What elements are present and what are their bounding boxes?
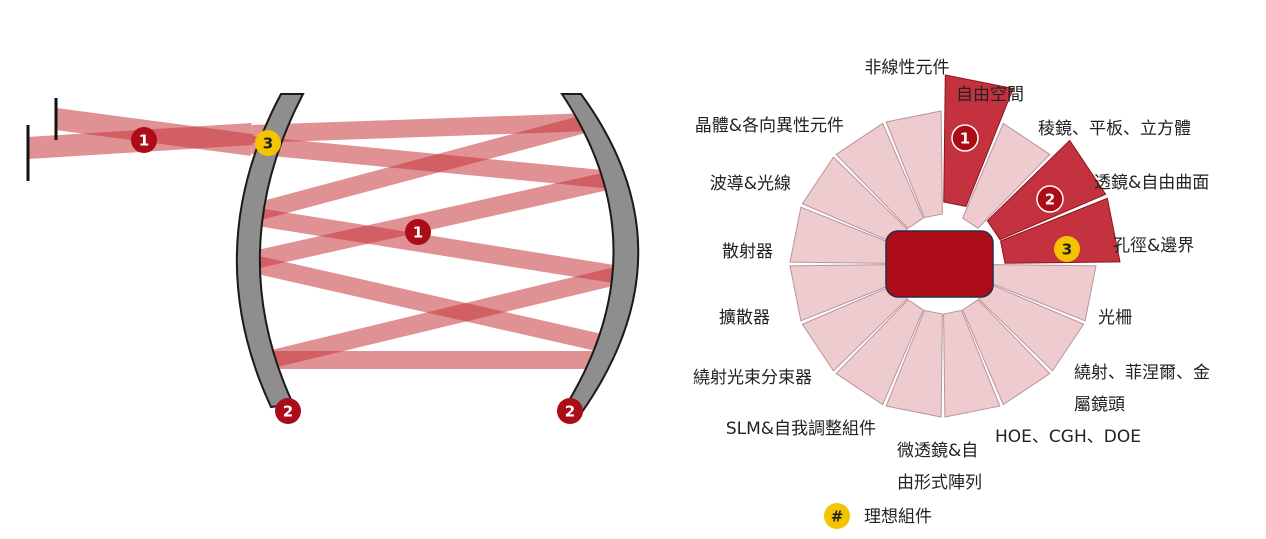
label-slm: SLM&自我調整組件 (726, 419, 876, 439)
beam-segment (242, 113, 595, 224)
beam-segment (265, 266, 623, 369)
badge-ideal-point: 3 (255, 130, 281, 156)
wheel-segment-nonlinear (885, 110, 943, 219)
badge-lenses: 2 (1036, 185, 1064, 213)
label-scatterer: 散射器 (722, 242, 773, 262)
legend-badge: # (824, 503, 850, 529)
beam-bundle (27, 108, 623, 369)
legend: # 理想組件 (824, 503, 932, 529)
label-nonlinear: 非線性元件 (865, 58, 950, 78)
label-apertures: 孔徑&邊界 (1113, 236, 1194, 256)
label-hoe: HOE、CGH、DOE (995, 427, 1141, 447)
badge-apertures: 3 (1054, 236, 1080, 262)
svg-text:1: 1 (960, 130, 970, 148)
badge-free-space: 1 (951, 124, 979, 152)
label-prisms: 稜鏡、平板、立方體 (1038, 119, 1191, 139)
label-diffuser: 擴散器 (719, 308, 770, 328)
wheel-segment-hoe (962, 299, 1051, 406)
beam-segment (243, 253, 612, 354)
wheel-segment-microlens (943, 309, 1001, 418)
label-crystal: 晶體&各向異性元件 (695, 116, 844, 136)
badge-mirror-right: 2 (557, 398, 583, 424)
label-lenses: 透鏡&自由曲面 (1094, 173, 1209, 193)
badge-beam-one-b: 1 (405, 219, 431, 245)
wheel-segment-prisms (962, 122, 1051, 229)
svg-text:2: 2 (283, 403, 293, 421)
label-microlens-cont: 由形式陣列 (897, 473, 982, 493)
svg-text:1: 1 (413, 224, 423, 242)
label-diffraction-cont: 屬鏡頭 (1074, 395, 1125, 415)
beam-segment (251, 113, 593, 143)
wheel-segment-slm (885, 309, 943, 418)
legend-label: 理想組件 (864, 507, 932, 527)
wheel-segment-apertures (999, 197, 1121, 264)
beam-segment (243, 171, 614, 271)
component-wheel: 1 2 3 非線性元件 自由空間 稜鏡、平板、立方體 透鏡&自由曲面 孔徑&邊界… (693, 58, 1210, 493)
label-beamsplitter: 繞射光束分束器 (693, 368, 812, 388)
svg-text:3: 3 (1062, 241, 1072, 259)
multipass-cavity: 1 3 1 2 2 (26, 93, 640, 424)
badge-beam-one-a: 1 (131, 127, 157, 153)
label-microlens: 微透鏡&自 (897, 441, 978, 461)
badge-mirror-left: 2 (275, 398, 301, 424)
label-gratings: 光柵 (1098, 308, 1132, 328)
label-waveguide: 波導&光線 (710, 174, 791, 194)
svg-text:3: 3 (263, 135, 273, 153)
label-free-space: 自由空間 (956, 85, 1024, 105)
wheel-segment-nonlinear-a (835, 122, 924, 229)
svg-text:2: 2 (1045, 191, 1055, 209)
label-diffraction: 繞射、菲涅爾、金 (1074, 363, 1210, 383)
svg-text:#: # (831, 508, 844, 526)
wheel-segment-beamsplitter (835, 299, 924, 406)
svg-text:2: 2 (565, 403, 575, 421)
wheel-hub (885, 230, 994, 298)
svg-text:1: 1 (139, 132, 149, 150)
beam-segment (243, 206, 622, 284)
